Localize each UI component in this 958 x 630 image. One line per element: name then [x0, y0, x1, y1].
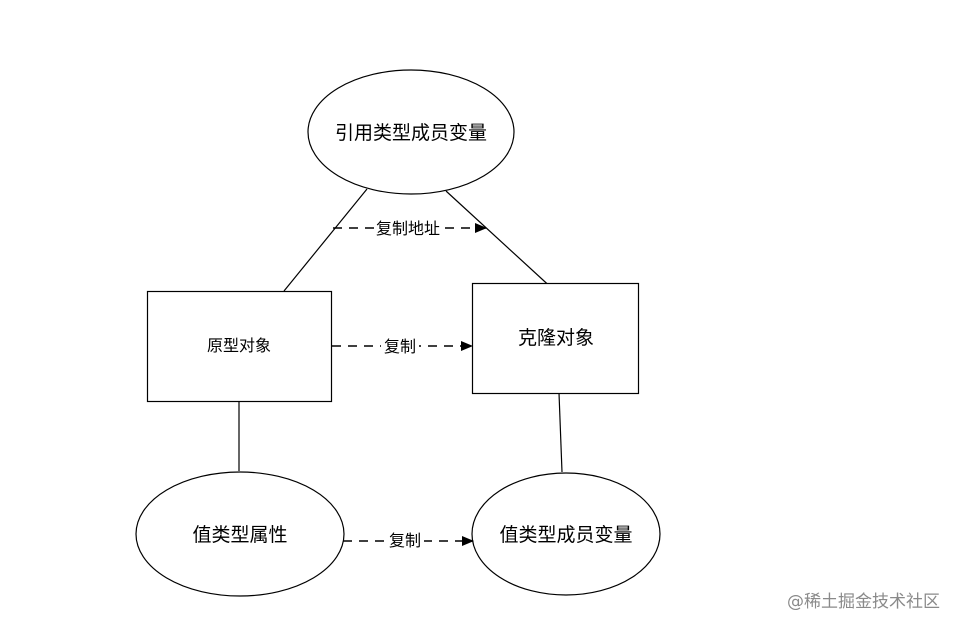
- copy-object-label: 复制: [384, 337, 416, 356]
- edge-copy-address: 复制地址: [333, 218, 487, 238]
- clone-label: 克隆对象: [518, 327, 594, 349]
- copy-address-label-bg: [374, 218, 442, 238]
- edge-copy-object: 复制: [332, 336, 473, 356]
- prototype-label: 原型对象: [207, 336, 271, 355]
- prototype-rect: [146, 290, 333, 403]
- node-prototype: 原型对象: [146, 290, 333, 403]
- value-attr-label: 值类型属性: [192, 524, 287, 546]
- node-clone: 克隆对象: [471, 282, 640, 395]
- copy-value-label: 复制: [389, 531, 421, 550]
- connector-prototype-to-ref-member: [283, 188, 368, 292]
- clone-rect: [471, 282, 640, 395]
- ref-member-ellipse: [307, 69, 515, 195]
- value-member-ellipse: [471, 472, 661, 596]
- watermark-text: @稀土掘金技术社区: [787, 592, 940, 612]
- value-member-label: 值类型成员变量: [499, 524, 632, 546]
- copy-address-label: 复制地址: [376, 219, 440, 238]
- copy-object-label-bg: [381, 336, 419, 356]
- edge-copy-value: 复制: [343, 531, 474, 551]
- connector-clone-to-value-member: [558, 392, 563, 473]
- value-attr-ellipse: [135, 471, 345, 597]
- ref-member-label: 引用类型成员变量: [335, 122, 487, 144]
- copy-value-label-bg: [386, 531, 424, 551]
- node-ref-member: 引用类型成员变量: [307, 69, 515, 195]
- node-value-attr: 值类型属性: [135, 471, 345, 597]
- connector-clone-to-ref-member: [445, 190, 556, 292]
- node-value-member: 值类型成员变量: [471, 472, 661, 596]
